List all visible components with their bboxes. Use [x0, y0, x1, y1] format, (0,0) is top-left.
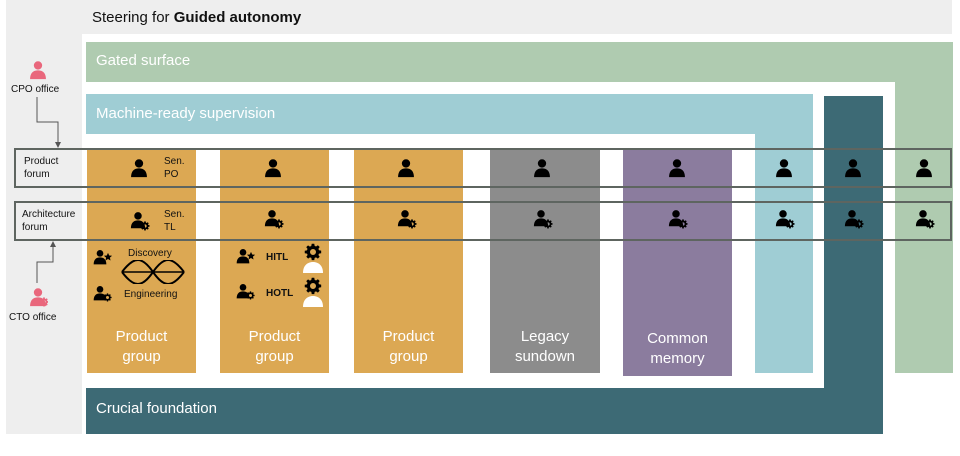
engineering-person-gear-icon	[93, 286, 112, 302]
cpo-office-label: CPO office	[11, 84, 60, 95]
product-person-icon	[263, 157, 283, 179]
architect-person-gear-icon	[775, 210, 795, 229]
architect-person-gear-icon	[533, 210, 553, 229]
product-person-icon	[843, 157, 863, 179]
hitl-agent-icon	[303, 243, 323, 273]
machine-ready-label: Machine-ready supervision	[96, 105, 276, 122]
hotl-label: HOTL	[266, 288, 294, 299]
product-person-icon	[532, 157, 552, 179]
crucial-foundation-column	[824, 96, 883, 388]
architect-person-gear-icon	[397, 210, 417, 229]
machine-ready-band: Machine-ready supervision	[86, 94, 813, 134]
hotl-person-gear-icon	[236, 284, 255, 300]
engineering-label: Engineering	[124, 289, 178, 300]
architect-person-gear-icon	[264, 210, 284, 229]
cto-office-label: CTO office	[9, 312, 57, 323]
senior-po-person-icon	[129, 157, 149, 179]
crucial-foundation-label: Crucial foundation	[96, 400, 217, 417]
product-person-icon	[774, 157, 794, 179]
architect-person-gear-icon	[668, 210, 688, 229]
discovery-label: Discovery	[128, 248, 172, 259]
gated-surface-band: Gated surface	[86, 42, 953, 82]
senior-tl-person-gear-icon	[130, 212, 150, 231]
product-person-icon	[914, 157, 934, 179]
gated-surface-label: Gated surface	[96, 52, 191, 69]
gated-surface-column	[895, 82, 953, 373]
discovery-person-star-icon	[93, 250, 113, 265]
hitl-person-star-icon	[236, 249, 256, 264]
hitl-label: HITL	[266, 252, 289, 263]
double-diamond-icon	[121, 260, 185, 284]
product-person-icon	[667, 157, 687, 179]
crucial-foundation-band: Crucial foundation	[86, 388, 883, 434]
senior-tl-label: Sen.TL	[164, 209, 185, 233]
architect-person-gear-icon	[915, 210, 935, 229]
diagram-title: Steering for Guided autonomy	[92, 9, 302, 26]
senior-po-label: Sen.PO	[164, 156, 185, 180]
product-person-icon	[396, 157, 416, 179]
architect-person-gear-icon	[844, 210, 864, 229]
hotl-agent-icon	[303, 277, 323, 307]
